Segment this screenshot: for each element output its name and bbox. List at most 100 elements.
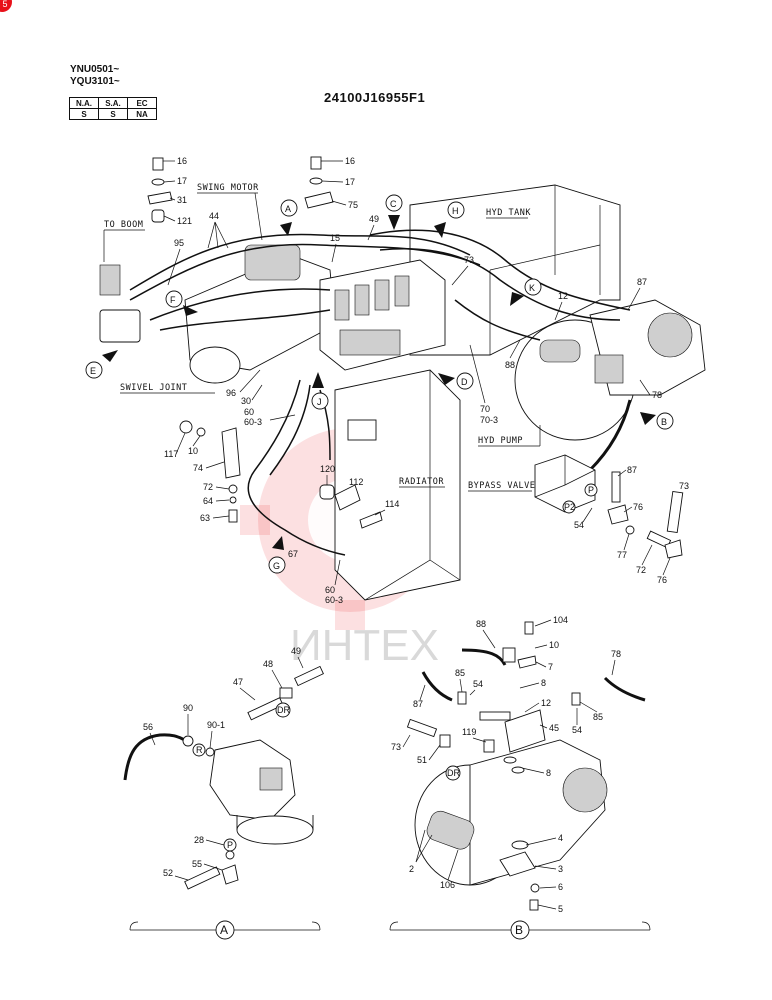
- svg-text:R: R: [196, 745, 203, 755]
- svg-text:70: 70: [480, 404, 490, 414]
- port-marker-p2: P2: [562, 500, 576, 514]
- svg-text:76: 76: [633, 502, 643, 512]
- port-marker-p: P: [584, 483, 598, 497]
- svg-text:64: 64: [203, 496, 213, 506]
- svg-text:95: 95: [174, 238, 184, 248]
- serial-range: YNU0501~ YQU3101~: [70, 64, 120, 88]
- svg-text:76: 76: [657, 575, 667, 585]
- svg-text:12: 12: [541, 698, 551, 708]
- label-bypass-valve: BYPASS VALVE: [468, 481, 535, 491]
- svg-text:73: 73: [391, 742, 401, 752]
- svg-text:7: 7: [548, 662, 553, 672]
- svg-text:63: 63: [200, 513, 210, 523]
- radiator: [334, 369, 461, 601]
- svg-text:55: 55: [192, 859, 202, 869]
- svg-text:73: 73: [679, 481, 689, 491]
- svg-text:C: C: [390, 199, 397, 209]
- main-part-numbers: 16 17 31 121 44 95 16 17 75 15 49 73 87 …: [163, 156, 689, 605]
- hydraulic-tank: [409, 184, 621, 356]
- svg-text:49: 49: [291, 646, 301, 656]
- svg-text:B: B: [661, 417, 667, 427]
- corner-badge: 5: [0, 0, 12, 12]
- label-to-boom: TO BOOM: [104, 220, 143, 230]
- svg-text:77: 77: [617, 550, 627, 560]
- detail-a-label: A: [220, 923, 228, 937]
- svg-text:G: G: [273, 561, 280, 571]
- svg-text:15: 15: [330, 233, 340, 243]
- view-marker-e: E: [85, 350, 118, 379]
- label-hyd-pump: HYD PUMP: [478, 436, 523, 446]
- bypass-valve: [534, 454, 596, 513]
- svg-text:H: H: [452, 206, 459, 216]
- svg-text:17: 17: [345, 177, 355, 187]
- svg-text:49: 49: [369, 214, 379, 224]
- svg-text:D: D: [461, 377, 468, 387]
- svg-text:60-3: 60-3: [244, 417, 262, 427]
- svg-text:30: 30: [241, 396, 251, 406]
- svg-text:2: 2: [409, 864, 414, 874]
- svg-text:51: 51: [417, 755, 427, 765]
- svg-text:5: 5: [558, 904, 563, 914]
- svg-text:73: 73: [464, 255, 474, 265]
- svg-text:78: 78: [611, 649, 621, 659]
- svg-text:104: 104: [553, 615, 568, 625]
- svg-text:48: 48: [263, 659, 273, 669]
- swing-motor: [184, 244, 336, 384]
- view-marker-d: D: [438, 372, 474, 390]
- svg-text:67: 67: [288, 549, 298, 559]
- svg-text:K: K: [529, 283, 535, 293]
- svg-text:16: 16: [177, 156, 187, 166]
- hose-bundle: [99, 229, 631, 556]
- svg-text:54: 54: [473, 679, 483, 689]
- svg-text:96: 96: [226, 388, 236, 398]
- hydraulic-pump: [514, 299, 706, 472]
- svg-text:12: 12: [558, 291, 568, 301]
- view-marker-g: G: [268, 536, 286, 574]
- svg-text:74: 74: [193, 463, 203, 473]
- control-valve: [319, 259, 446, 371]
- label-hyd-tank: HYD TANK: [486, 208, 531, 218]
- svg-text:72: 72: [203, 482, 213, 492]
- label-swing-motor: SWING MOTOR: [197, 183, 259, 193]
- svg-text:78: 78: [652, 390, 662, 400]
- svg-text:112: 112: [349, 477, 363, 487]
- view-marker-c: C: [385, 194, 403, 230]
- svg-text:10: 10: [549, 640, 559, 650]
- svg-text:120: 120: [320, 464, 335, 474]
- svg-text:114: 114: [385, 499, 399, 509]
- svg-text:88: 88: [505, 360, 515, 370]
- svg-text:87: 87: [413, 699, 423, 709]
- svg-text:17: 17: [177, 176, 187, 186]
- svg-text:45: 45: [549, 723, 559, 733]
- view-marker-h: H: [434, 201, 465, 238]
- svg-text:10: 10: [188, 446, 198, 456]
- svg-text:8: 8: [546, 768, 551, 778]
- svg-text:119: 119: [462, 727, 476, 737]
- bracket-74: [221, 427, 241, 479]
- detail-a: A R DR P 56 90 90-1 47 48 49 28 55 52: [123, 646, 324, 940]
- svg-text:90: 90: [183, 703, 193, 713]
- corner-badge-number: 5: [2, 0, 8, 9]
- svg-text:E: E: [90, 366, 96, 376]
- svg-text:88: 88: [476, 619, 486, 629]
- drawing-number: 24100J16955F1: [324, 90, 426, 105]
- svg-text:60-3: 60-3: [325, 595, 343, 605]
- svg-text:85: 85: [455, 668, 465, 678]
- svg-text:31: 31: [177, 195, 187, 205]
- code-table: N.A. S.A. EC S S NA: [69, 97, 157, 120]
- view-marker-j: J: [311, 372, 329, 410]
- svg-text:F: F: [170, 295, 176, 305]
- svg-text:4: 4: [558, 833, 563, 843]
- svg-text:8: 8: [541, 678, 546, 688]
- svg-text:90-1: 90-1: [207, 720, 225, 730]
- svg-text:P2: P2: [564, 502, 575, 512]
- svg-text:52: 52: [163, 868, 173, 878]
- svg-text:16: 16: [345, 156, 355, 166]
- svg-text:DR: DR: [447, 768, 460, 778]
- svg-text:75: 75: [348, 200, 358, 210]
- svg-text:60: 60: [244, 407, 254, 417]
- detail-b: B DR 88 104 10 7 8 87 85 54 12 45 78 85 …: [389, 615, 651, 940]
- view-marker-a: A: [280, 199, 298, 236]
- svg-text:6: 6: [558, 882, 563, 892]
